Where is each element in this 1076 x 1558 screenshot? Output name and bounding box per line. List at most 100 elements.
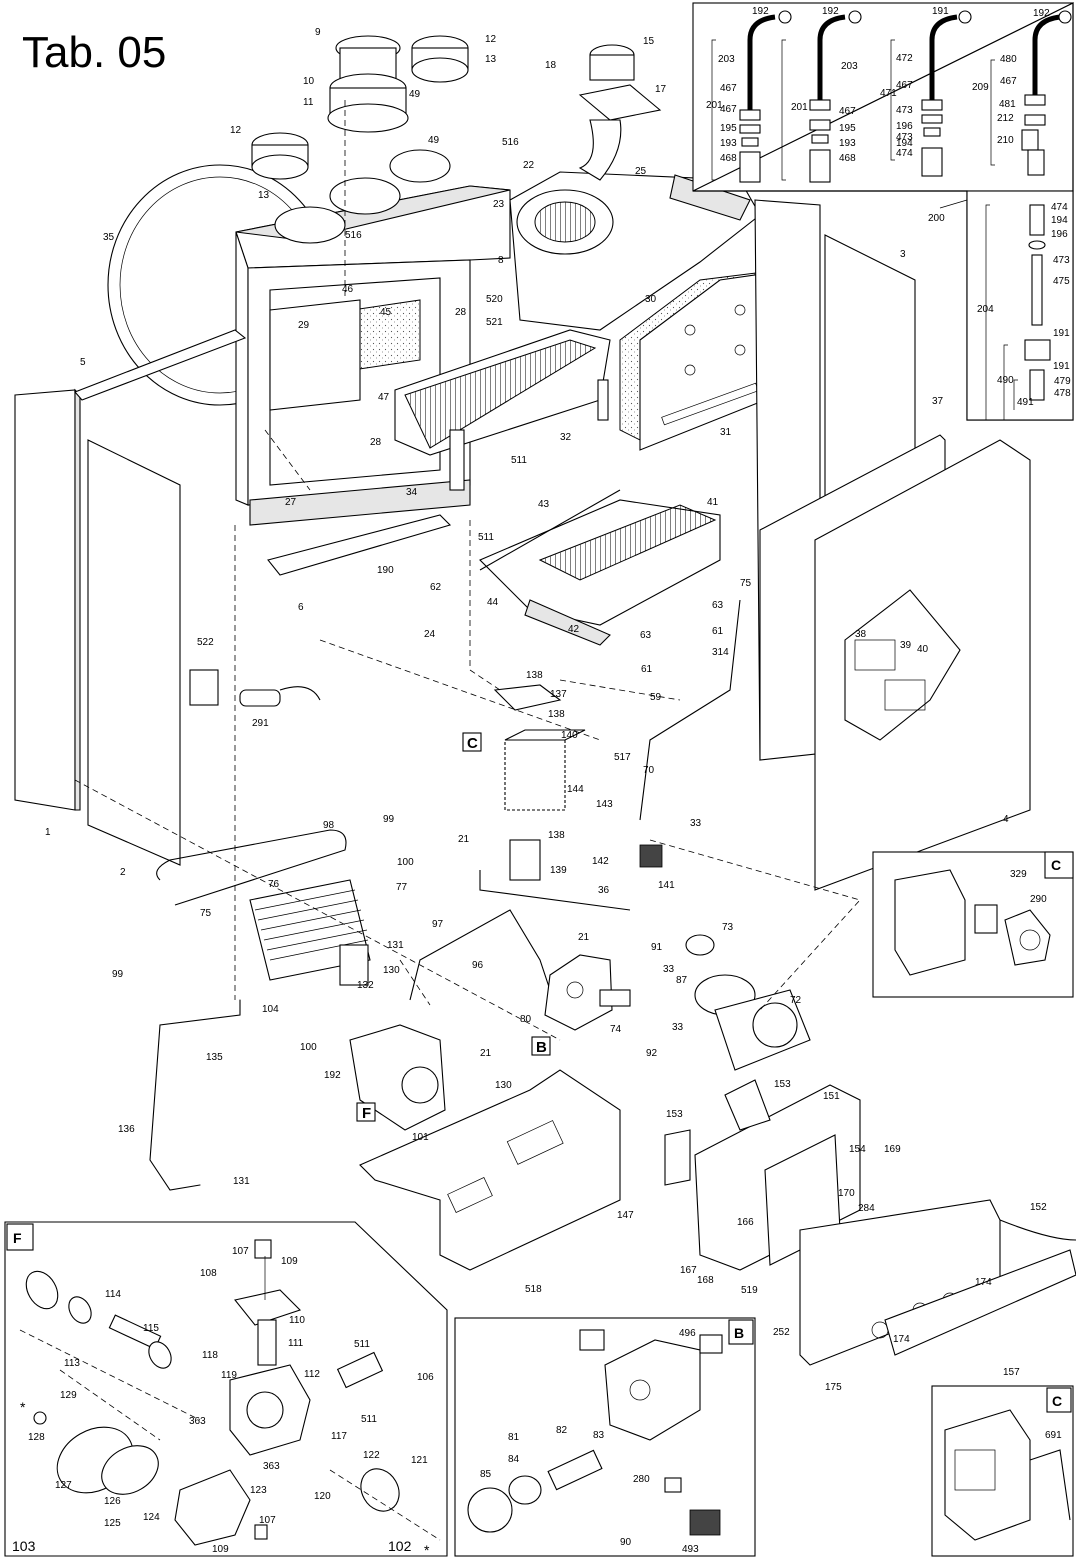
callout-c36: 36 [598,885,610,896]
callout-c76: 76 [268,879,280,890]
callout-c92: 92 [646,1048,658,1059]
callout-b90: 90 [620,1537,632,1548]
fan-assembly [509,44,761,331]
callout-c200: 200 [928,213,945,224]
detail-f-tag [6,1223,34,1251]
callout-c21a: 21 [458,834,470,845]
callout-k468a: 468 [720,153,737,164]
callout-c511a: 511 [511,455,527,466]
callout-c101: 101 [412,1132,429,1143]
callout-k191a: 191 [932,6,949,17]
callout-k194: 194 [896,138,913,149]
callout-c42: 42 [568,624,580,635]
callout-c100a: 100 [397,857,414,868]
callout-c131b: 131 [233,1176,250,1187]
callout-k467c: 467 [839,106,856,117]
fittings-frame-side [966,190,1074,421]
callout-c4: 4 [1003,814,1009,825]
callout-c15: 15 [643,36,655,47]
callout-c96: 96 [472,960,484,971]
callout-f511b: 511 [361,1414,377,1425]
callout-c138a: 138 [526,670,543,681]
callout-c41: 41 [707,497,719,508]
callout-c75b: 75 [200,908,212,919]
callout-k474: 474 [896,148,913,159]
callout-f122: 122 [363,1450,380,1461]
callout-c61b: 61 [712,626,724,637]
callout-c91: 91 [651,942,663,953]
callout-c136: 136 [118,1124,135,1135]
callout-f112: 112 [304,1369,320,1380]
callout-b84: 84 [508,1454,520,1465]
detail-c-tag [1044,851,1074,879]
callout-c137: 137 [550,689,567,700]
fittings-detail-panel [692,2,1074,421]
chamber-front-panel [619,269,791,451]
sensor-291 [239,689,281,707]
callout-k473a: 473 [896,105,913,116]
crossbar-5 [74,329,247,401]
callout-b81: 81 [508,1432,520,1443]
callout-c314: 314 [712,647,729,658]
callout-c170: 170 [838,1188,855,1199]
callout-c521: 521 [486,317,503,328]
box-letter-c-detail2: C [1052,1393,1062,1409]
callout-b85: 85 [480,1469,492,1480]
callout-c46: 46 [342,284,354,295]
callout-c519: 519 [741,1285,758,1296]
callout-c141: 141 [658,880,675,891]
callout-c522: 522 [197,637,214,648]
box-letter-b-main: B [536,1039,547,1056]
callout-f108: 108 [200,1268,217,1279]
callout-c142: 142 [592,856,609,867]
callout-k209: 209 [972,82,989,93]
callout-c21c: 21 [480,1048,492,1059]
callout-c22: 22 [523,160,535,171]
star-marker-1: * [20,1399,26,1415]
dashed-leaders [74,100,861,1041]
callout-c97: 97 [432,919,444,930]
callout-c143: 143 [596,799,613,810]
callout-f125: 125 [104,1518,121,1529]
box-letter-f-detail: F [13,1230,22,1246]
callout-b82: 82 [556,1425,568,1436]
callout-c516b: 516 [345,230,362,241]
callout-c174b: 174 [893,1334,910,1345]
callout-c63a: 63 [640,630,652,641]
callout-c74: 74 [610,1024,622,1035]
callout-c38: 38 [855,629,867,640]
callout-f123: 123 [250,1485,267,1496]
callout-k203a: 203 [718,54,735,65]
callout-f107b: 107 [259,1515,276,1526]
callout-f120: 120 [314,1491,331,1502]
callout-c204: 204 [977,304,994,315]
callout-c13a: 13 [485,54,497,65]
callout-c169: 169 [884,1144,901,1155]
callout-c99a: 99 [383,814,395,825]
callout-k195b: 195 [839,123,856,134]
callout-k195a: 195 [720,123,737,134]
callout-f107a: 107 [232,1246,249,1257]
callout-f119: 119 [221,1370,237,1381]
callout-k480: 480 [1000,54,1017,65]
callout-c8: 8 [498,255,504,266]
callout-b83: 83 [593,1430,605,1441]
burner [479,489,721,646]
callout-c29: 29 [298,320,310,331]
callout-s475: 475 [1053,276,1070,287]
callout-c153b: 153 [666,1109,683,1120]
callout-c12b: 12 [230,125,242,136]
callout-c44: 44 [487,597,499,608]
callout-c490: 490 [997,375,1014,386]
callout-c491: 491 [1017,397,1034,408]
star-marker-2: * [424,1542,430,1558]
callout-c154: 154 [849,1144,866,1155]
callout-c130b: 130 [495,1080,512,1091]
callout-f109b: 109 [212,1544,229,1555]
callout-labels: 1234568910111212131315171821212122232425… [12,6,1071,1555]
callout-s478: 478 [1054,388,1071,399]
callout-c27: 27 [285,497,297,508]
callout-c49b: 49 [428,135,440,146]
callout-k467d: 467 [896,80,913,91]
